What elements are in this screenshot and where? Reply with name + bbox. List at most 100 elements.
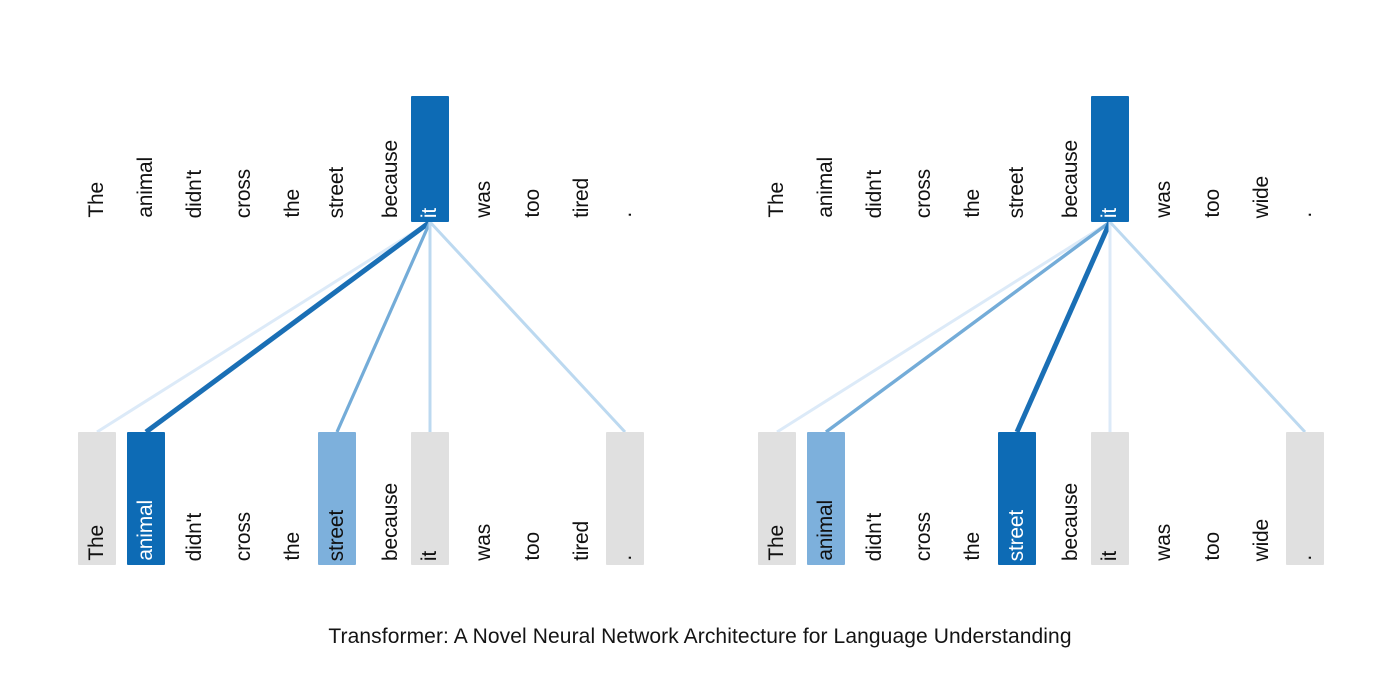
bottom-token[interactable]: .: [606, 432, 644, 565]
token-label: the: [961, 532, 984, 561]
top-token[interactable]: the: [954, 96, 992, 222]
top-token[interactable]: .: [1286, 96, 1324, 222]
bottom-token[interactable]: didn't: [176, 432, 214, 565]
attention-edge: [1108, 220, 1307, 434]
bottom-token[interactable]: because: [372, 432, 410, 565]
bottom-token[interactable]: wide: [1243, 432, 1281, 565]
top-token-query[interactable]: it: [1091, 96, 1129, 222]
token-label: was: [1152, 524, 1175, 561]
top-token[interactable]: animal: [127, 96, 165, 222]
token-label: it: [418, 550, 441, 561]
bottom-token[interactable]: street: [318, 432, 356, 565]
top-token-query[interactable]: it: [411, 96, 449, 222]
top-token[interactable]: too: [1194, 96, 1232, 222]
bottom-token[interactable]: cross: [905, 432, 943, 565]
token-label: The: [765, 182, 788, 218]
token-label: it: [1098, 207, 1121, 218]
token-label: was: [1152, 181, 1175, 218]
attention-edge: [428, 220, 627, 434]
attention-edge: [824, 220, 1112, 434]
bottom-token[interactable]: because: [1052, 432, 1090, 565]
top-token[interactable]: didn't: [176, 96, 214, 222]
token-label: tired: [570, 521, 593, 561]
attention-edge: [144, 219, 432, 435]
bottom-token[interactable]: street: [998, 432, 1036, 565]
top-token[interactable]: tired: [563, 96, 601, 222]
top-token[interactable]: street: [318, 96, 356, 222]
token-label: was: [472, 524, 495, 561]
token-label: wide: [1250, 518, 1273, 561]
token-label: The: [85, 182, 108, 218]
top-token[interactable]: cross: [905, 96, 943, 222]
token-label: was: [472, 181, 495, 218]
top-token[interactable]: wide: [1243, 96, 1281, 222]
token-label: animal: [814, 157, 837, 218]
top-token[interactable]: because: [372, 96, 410, 222]
token-label: because: [1059, 483, 1082, 561]
token-bar: [807, 432, 845, 565]
token-label: The: [765, 525, 788, 561]
token-label: .: [613, 212, 636, 218]
bottom-token[interactable]: too: [1194, 432, 1232, 565]
token-label: didn't: [863, 169, 886, 218]
bottom-token[interactable]: the: [274, 432, 312, 565]
token-label: cross: [912, 511, 935, 561]
top-token[interactable]: too: [514, 96, 552, 222]
token-bar: [318, 432, 356, 565]
top-token[interactable]: was: [465, 96, 503, 222]
token-label: cross: [912, 168, 935, 218]
bottom-token[interactable]: the: [954, 432, 992, 565]
top-token[interactable]: animal: [807, 96, 845, 222]
token-label: too: [521, 189, 544, 218]
top-token[interactable]: because: [1052, 96, 1090, 222]
token-bar: [606, 432, 644, 565]
token-label: too: [1201, 532, 1224, 561]
bottom-token[interactable]: .: [1286, 432, 1324, 565]
top-token[interactable]: was: [1145, 96, 1183, 222]
token-label: didn't: [183, 512, 206, 561]
token-label: because: [379, 140, 402, 218]
token-bar: [411, 432, 449, 565]
token-bar: [127, 432, 165, 565]
top-token[interactable]: The: [758, 96, 796, 222]
top-token[interactable]: street: [998, 96, 1036, 222]
bottom-token[interactable]: The: [78, 432, 116, 565]
top-token[interactable]: cross: [225, 96, 263, 222]
token-label: because: [379, 483, 402, 561]
token-label: .: [613, 555, 636, 561]
bottom-token[interactable]: too: [514, 432, 552, 565]
bottom-token[interactable]: was: [465, 432, 503, 565]
attention-edge: [776, 220, 1111, 434]
token-bar: [1091, 96, 1129, 222]
bottom-token[interactable]: was: [1145, 432, 1183, 565]
token-label: because: [1059, 140, 1082, 218]
bottom-token[interactable]: animal: [807, 432, 845, 565]
top-token[interactable]: the: [274, 96, 312, 222]
token-label: animal: [814, 500, 837, 561]
bottom-token[interactable]: it: [1091, 432, 1129, 565]
token-label: tired: [570, 178, 593, 218]
bottom-token[interactable]: it: [411, 432, 449, 565]
bottom-token[interactable]: tired: [563, 432, 601, 565]
token-label: too: [1201, 189, 1224, 218]
top-token[interactable]: The: [78, 96, 116, 222]
top-token[interactable]: didn't: [856, 96, 894, 222]
token-bar: [1091, 432, 1129, 565]
attention-edge: [1014, 220, 1113, 434]
token-label: the: [281, 189, 304, 218]
token-bar: [606, 96, 644, 222]
token-label: the: [961, 189, 984, 218]
token-label: street: [325, 166, 348, 218]
attention-edge: [96, 220, 431, 434]
token-label: street: [1005, 509, 1028, 561]
token-label: didn't: [183, 169, 206, 218]
bottom-token[interactable]: cross: [225, 432, 263, 565]
token-label: didn't: [863, 512, 886, 561]
bottom-token[interactable]: animal: [127, 432, 165, 565]
token-label: animal: [134, 500, 157, 561]
figure-caption: Transformer: A Novel Neural Network Arch…: [328, 625, 1072, 648]
bottom-token[interactable]: The: [758, 432, 796, 565]
top-token[interactable]: .: [606, 96, 644, 222]
bottom-token[interactable]: didn't: [856, 432, 894, 565]
